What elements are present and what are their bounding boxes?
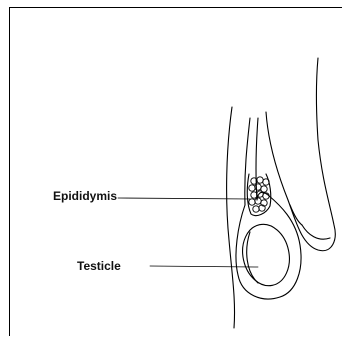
penis-outline [266,58,335,251]
epididymis-leader-line [118,198,250,199]
testicle-shape [237,220,295,290]
testicle-inner-edge [247,232,258,283]
testicle-label: Testicle [77,259,121,273]
spermatic-cord-right [256,118,258,200]
glans-line [302,225,330,239]
epididymis-label: Epididymis [53,189,117,203]
thigh-outline [227,107,235,328]
testicle-leader-line [150,266,258,267]
